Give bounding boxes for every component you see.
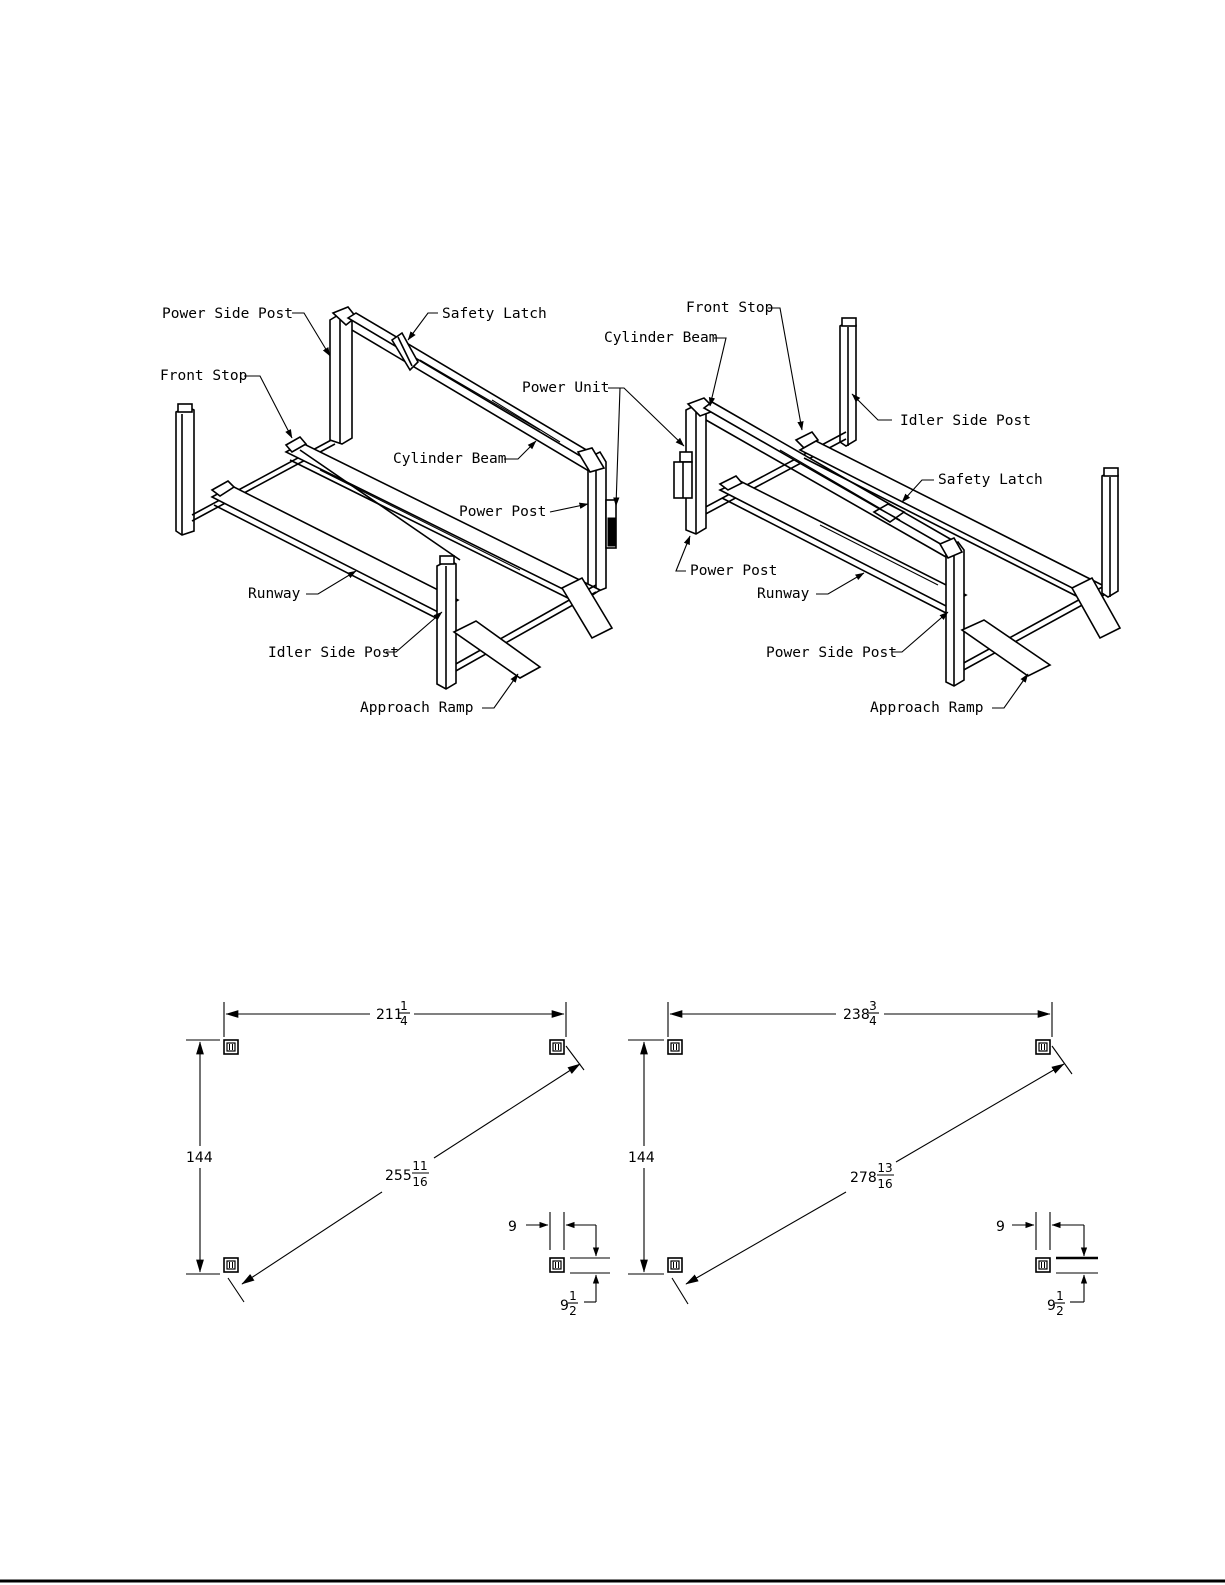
label-right-cylinder-beam: Cylinder Beam bbox=[604, 330, 718, 346]
left-diag-den: 16 bbox=[412, 1175, 427, 1189]
right-post-front-left bbox=[668, 1258, 682, 1272]
label-idler-side-post: Idler Side Post bbox=[268, 645, 399, 661]
left-width-whole: 211 bbox=[376, 1007, 403, 1023]
label-power-side-post: Power Side Post bbox=[162, 306, 293, 322]
left-lift-illustration bbox=[176, 307, 684, 708]
label-approach-ramp: Approach Ramp bbox=[360, 700, 474, 716]
left-power-post bbox=[578, 448, 606, 592]
right-post-d-whole: 9 bbox=[1047, 1298, 1056, 1314]
label-right-front-stop: Front Stop bbox=[686, 300, 773, 316]
right-back-idler-post bbox=[1102, 468, 1118, 597]
left-post-front-right bbox=[550, 1258, 564, 1272]
left-post-front-left bbox=[224, 1258, 238, 1272]
right-post-back-right bbox=[1036, 1040, 1050, 1054]
right-post-d-num: 1 bbox=[1056, 1289, 1064, 1303]
right-width-num: 3 bbox=[869, 999, 877, 1013]
left-post-d-den: 2 bbox=[569, 1304, 577, 1318]
right-depth: 144 bbox=[628, 1150, 655, 1166]
left-power-side-post bbox=[330, 307, 356, 444]
label-right-safety-latch: Safety Latch bbox=[938, 472, 1043, 488]
left-width-num: 1 bbox=[400, 999, 408, 1013]
right-diag-whole: 278 bbox=[850, 1170, 877, 1186]
label-right-approach-ramp: Approach Ramp bbox=[870, 700, 984, 716]
label-right-power-side-post: Power Side Post bbox=[766, 645, 897, 661]
right-diag-num: 13 bbox=[877, 1161, 892, 1175]
label-power-unit: Power Unit bbox=[522, 380, 609, 396]
left-diag-num: 11 bbox=[412, 1159, 427, 1173]
left-power-unit bbox=[606, 500, 616, 548]
right-lift-illustration bbox=[674, 308, 1120, 708]
right-width-den: 4 bbox=[869, 1014, 877, 1028]
right-idler-side-post bbox=[840, 318, 856, 446]
left-post-back-right bbox=[550, 1040, 564, 1054]
right-post-back-left bbox=[668, 1040, 682, 1054]
left-diag-whole: 255 bbox=[385, 1168, 412, 1184]
label-right-power-post: Power Post bbox=[690, 563, 777, 579]
left-back-idler-post bbox=[176, 404, 194, 535]
left-post-d-whole: 9 bbox=[560, 1298, 569, 1314]
left-post-w: 9 bbox=[508, 1219, 517, 1235]
left-post-back-left bbox=[224, 1040, 238, 1054]
label-front-stop: Front Stop bbox=[160, 368, 247, 384]
label-safety-latch: Safety Latch bbox=[442, 306, 547, 322]
right-post-front-right bbox=[1036, 1258, 1050, 1272]
right-post-d-den: 2 bbox=[1056, 1304, 1064, 1318]
right-power-unit bbox=[674, 452, 692, 498]
label-right-runway: Runway bbox=[757, 586, 810, 602]
left-floor-layout bbox=[186, 1002, 610, 1302]
label-power-post: Power Post bbox=[459, 504, 546, 520]
left-width-den: 4 bbox=[400, 1014, 408, 1028]
right-width-whole: 238 bbox=[843, 1007, 870, 1023]
left-depth: 144 bbox=[186, 1150, 213, 1166]
right-floor-layout bbox=[628, 1002, 1098, 1304]
label-right-idler-side-post: Idler Side Post bbox=[900, 413, 1031, 429]
right-diag-den: 16 bbox=[877, 1177, 892, 1191]
left-idler-side-post bbox=[437, 556, 456, 689]
label-runway: Runway bbox=[248, 586, 301, 602]
left-post-d-num: 1 bbox=[569, 1289, 577, 1303]
label-cylinder-beam: Cylinder Beam bbox=[393, 451, 507, 467]
right-post-w: 9 bbox=[996, 1219, 1005, 1235]
